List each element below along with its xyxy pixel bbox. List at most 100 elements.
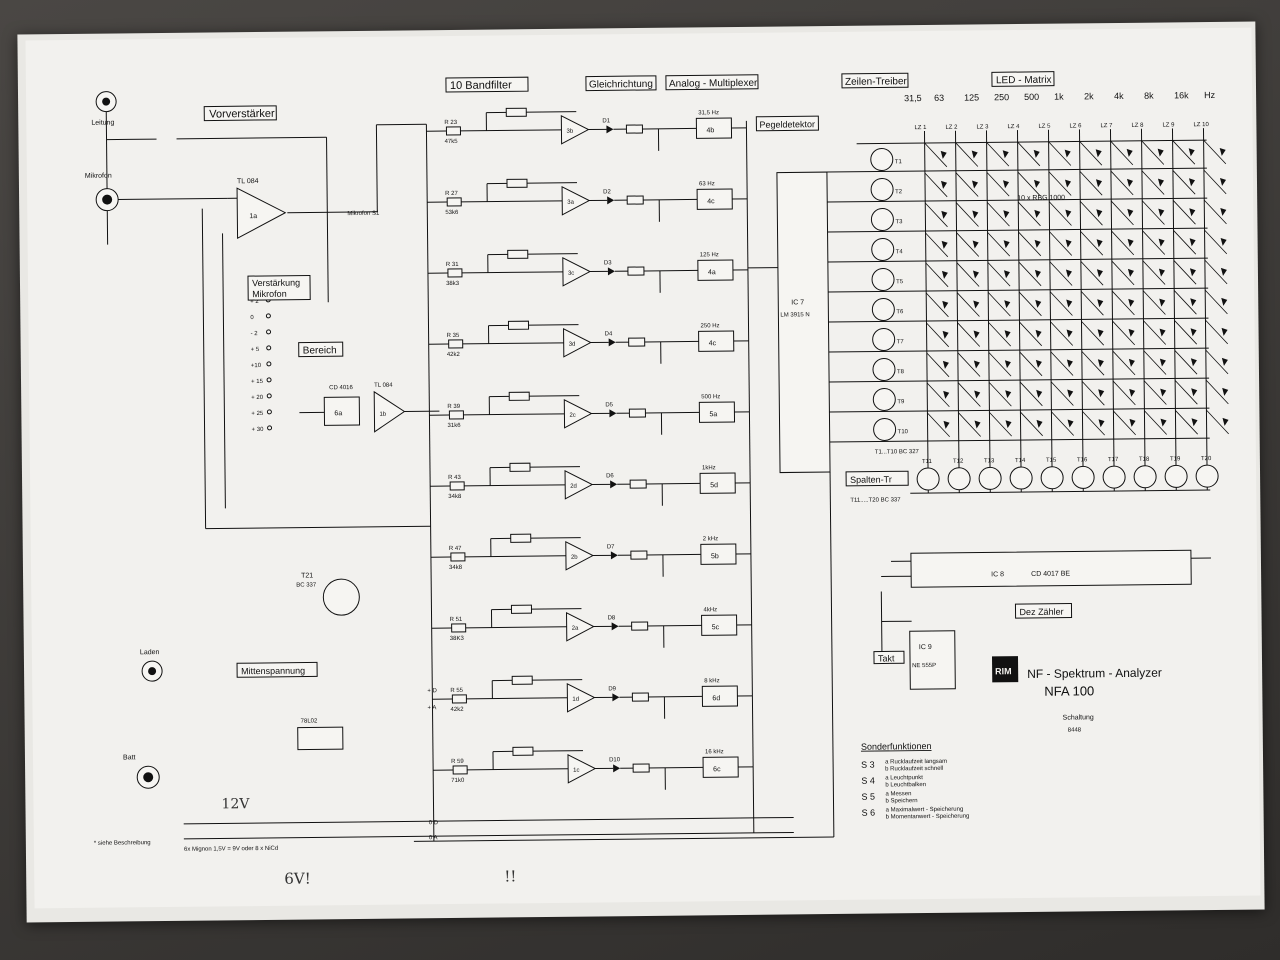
frequency-label: 1k	[1054, 92, 1064, 102]
sonder-option-b: b Leuchtbalken	[885, 782, 926, 788]
filter-input-resistor	[452, 765, 468, 775]
led-icon	[1190, 328, 1197, 337]
row-transistor-label: T3	[895, 219, 903, 225]
mux-switch-label: 6c	[713, 766, 721, 773]
led-icon	[941, 180, 948, 189]
matrix-label: 10 x RBG 1000	[1017, 195, 1065, 203]
ic7-label: IC 7	[791, 299, 804, 306]
rail-plus-a: + A	[427, 705, 436, 711]
led-icon	[973, 360, 980, 369]
led-icon	[973, 300, 980, 309]
led-icon	[1129, 418, 1136, 427]
led-icon	[1095, 149, 1102, 158]
sonder-title: Sonderfunktionen	[861, 741, 932, 752]
range-step-label: + 20	[251, 395, 264, 401]
vorverstaerker-box	[203, 105, 277, 122]
row-transistor-icon	[870, 207, 894, 231]
filter-opamp-symbol	[565, 540, 594, 571]
row-transistor-icon	[871, 297, 895, 321]
filter-resistor-label: R 35	[447, 333, 460, 339]
sonder-option-a: a Messen	[885, 791, 911, 797]
filter-input-resistor	[448, 339, 464, 349]
lz-label: LZ 2	[945, 125, 958, 131]
filter-opamp-label: 2b	[571, 555, 578, 561]
col-transistor-icon	[916, 467, 940, 491]
lz-label: LZ 4	[1007, 124, 1020, 130]
led-icon	[1098, 389, 1105, 398]
ic8-type: CD 4017 BE	[1031, 571, 1070, 578]
led-icon	[1128, 358, 1135, 367]
dez-zaehler-box	[1014, 603, 1073, 619]
row-transistor-label: T1	[895, 159, 903, 165]
diode-icon	[608, 338, 616, 347]
mux-switch-box	[696, 188, 733, 210]
filter-resistor-label: R 31	[446, 262, 459, 268]
col-transistor-icon	[1071, 465, 1095, 489]
tl084-label-1: TL 084	[237, 178, 259, 185]
led-icon	[941, 210, 948, 219]
led-icon	[1036, 389, 1043, 398]
led-icon	[1159, 298, 1166, 307]
filter-feedback-resistor	[507, 249, 529, 259]
filter-opamp-label: 2d	[570, 484, 577, 490]
range-step-contact	[265, 313, 271, 319]
diode-icon	[606, 125, 614, 134]
bereich-title: Bereich	[303, 345, 337, 356]
filter-input-resistor	[449, 481, 465, 491]
filter-opamp-symbol	[561, 186, 591, 216]
filter-resistor-value: 53k6	[445, 210, 459, 216]
filter-resistor-label: R 51	[450, 617, 463, 623]
sonder-option-a: a Leuchtpunkt	[885, 775, 923, 781]
t21-type: BC 337	[296, 582, 317, 588]
col-transistor-icon	[1164, 464, 1188, 488]
row-transistor-icon	[872, 357, 896, 381]
filter-opamp-symbol	[562, 257, 592, 287]
regulator-label: 78L02	[301, 718, 318, 724]
rectifier-resistor	[625, 124, 643, 134]
led-icon	[1160, 418, 1167, 427]
handwritten-exclaim: !!	[504, 867, 516, 885]
led-icon	[1221, 327, 1228, 336]
col-transistor-label: T11	[922, 459, 933, 465]
filter-opamp-label: 3a	[567, 200, 574, 206]
model-title: NFA 100	[1044, 683, 1094, 699]
lz-label: LZ 7	[1100, 123, 1113, 129]
led-icon	[1004, 360, 1011, 369]
band-frequency: 1kHz	[702, 465, 716, 471]
main-wiring	[105, 99, 1211, 842]
mikrofon-s1-label: Mikrofon S1	[347, 211, 380, 217]
col-transistor-icon	[1195, 464, 1219, 488]
led-icon	[1064, 149, 1071, 158]
opamp-1a-symbol	[236, 187, 287, 240]
led-icon	[1157, 148, 1164, 157]
filter-feedback-resistor	[508, 391, 530, 401]
range-step-contact	[266, 329, 272, 335]
diode-icon	[607, 267, 615, 276]
filter-opamp-label: 3d	[569, 342, 576, 348]
pegeldetektor-title: Pegeldetektor	[759, 119, 815, 130]
diode-label: D10	[609, 757, 621, 763]
filter-resistor-value: 38K3	[450, 636, 465, 642]
diode-label: D3	[604, 260, 612, 266]
ic9-label: IC 9	[919, 644, 932, 651]
col-transistor-icon	[1009, 466, 1033, 490]
led-icon	[1221, 357, 1228, 366]
led-icon	[1066, 299, 1073, 308]
range-step-contact	[266, 377, 272, 383]
schaltung-label: Schaltung	[1063, 714, 1094, 721]
bandfilter-box	[445, 76, 529, 93]
band-frequency: 500 Hz	[701, 394, 720, 400]
rectifier-resistor	[629, 479, 647, 489]
cd4016-label-1: CD 4016	[329, 385, 353, 391]
lz-label: LZ 1	[914, 125, 927, 131]
switch-6a-label: 6a	[334, 410, 342, 417]
bandfilter-title: 10 Bandfilter	[450, 79, 512, 92]
band-frequency: 125 Hz	[700, 252, 719, 258]
led-icon	[1034, 239, 1041, 248]
tl084-label-2: TL 084	[374, 383, 393, 389]
rail-zero-a: 0 A	[429, 835, 438, 841]
row-transistor-label: T4	[896, 249, 904, 255]
